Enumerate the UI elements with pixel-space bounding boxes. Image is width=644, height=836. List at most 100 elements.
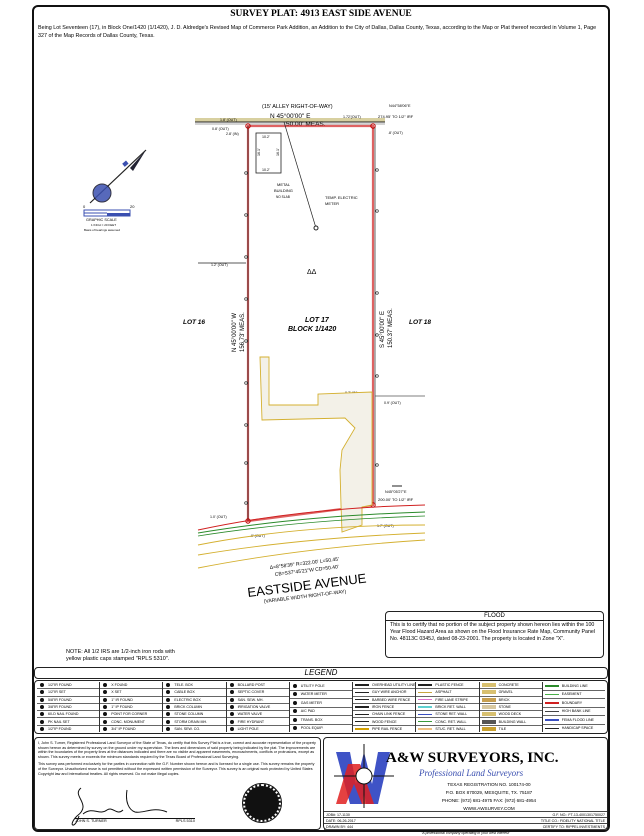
offset-label: 1.2' (OUT) [211, 263, 228, 267]
legend-symbol-icon [481, 719, 496, 724]
offset-label: 0.9' (OUT) [384, 401, 401, 405]
legend-item: GUY WIRE ANCHOR [352, 689, 416, 697]
legend-label: 1/2"IR FOUND [48, 683, 72, 688]
legend-label: IRON FENCE [371, 704, 395, 709]
legend-item: BOLLARD POST [226, 682, 289, 690]
legend-label: STUC. RET. WALL [435, 726, 466, 731]
alley-label: (15' ALLEY RIGHT-OF-WAY) [262, 104, 333, 110]
legend-label: POINT FOR CORNER [111, 712, 148, 717]
legend-item: POINT FOR CORNER [100, 711, 163, 719]
legend-item: UTILITY POLE [289, 682, 352, 691]
meter-label: TEMP. ELECTRIC [325, 195, 358, 200]
legend-item: TILE [480, 726, 542, 732]
offset-label: 1.7' (OUT) [377, 524, 394, 528]
west-bearing: N 45°00'00" W [232, 313, 238, 352]
flood-certificate: FLOOD This is to certify that no portion… [385, 611, 604, 658]
legend-item: CHAIN LINK FENCE [352, 711, 416, 719]
legend-label: BOLLARD POST [237, 683, 266, 688]
scale-title: GRAPHIC SCALE [86, 218, 117, 222]
legend-symbol-icon [229, 704, 234, 709]
legend-item: STORM DRAIN MH. [163, 718, 226, 726]
legend-item: BRICK COLUMN [163, 704, 226, 712]
tie-bottom-distance: 200.00' TO 1/2" IRF [378, 497, 414, 502]
legend-symbol-icon [418, 720, 433, 723]
legend-item: ELECTRIC BOX [163, 697, 226, 704]
alley-paving [195, 118, 385, 122]
legend-symbol-icon [292, 700, 297, 705]
legend-symbol-icon [103, 690, 108, 695]
legend-symbol-icon [40, 726, 44, 731]
legend-item: WOOD DECK [479, 711, 542, 719]
legend-symbol-icon [481, 712, 496, 717]
legend-symbol-icon [354, 713, 369, 716]
certification-box: I, John S. Turner, Registered Profession… [34, 737, 321, 830]
dimension-label: 10.2' [262, 168, 270, 172]
legend-item: 3/4" IP FOUND [100, 726, 162, 732]
firm-box: A&W SURVEYORS, INC. Professional Land Su… [323, 737, 608, 835]
block-label: BLOCK 1/1420 [288, 326, 336, 333]
legend-symbol-icon [481, 697, 496, 702]
legend-item: X SET [100, 689, 163, 697]
legend-label: ELECTRIC BOX [174, 697, 201, 702]
legend-symbol-icon [103, 712, 108, 717]
legend-item: FEMA FLOOD LINE [542, 716, 605, 725]
legend-label: BRICK RET. WALL [435, 704, 466, 709]
legend-symbol-icon [418, 691, 433, 694]
firm-tagline: Professional Land Surveyors [419, 768, 524, 778]
legend-item: SEPTIC COVER [226, 689, 289, 697]
north-arrow-icon [89, 149, 147, 204]
flood-title: FLOOD [386, 612, 603, 621]
legend-symbol-icon [103, 683, 108, 688]
legend-label: SAN. SEW. MH. [237, 697, 264, 702]
legend-item: WATER METER [289, 691, 352, 699]
lot-18-label: LOT 18 [409, 319, 431, 326]
signer-name: JOHN S. TURNER [75, 819, 107, 823]
legend-symbol-icon [229, 712, 234, 717]
dimension-label: 10.2' [262, 135, 270, 139]
offset-label: 1.0' (OUT) [210, 515, 227, 519]
delta-symbols: ΔΔ [307, 269, 317, 276]
legend-item: 1/2"IR SET [37, 689, 100, 697]
dimension-label: 16.1' [257, 148, 261, 156]
corner-iron-rod [370, 123, 376, 129]
north-bearing: N 45°00'00" E [270, 112, 311, 120]
firm-registration: TEXAS REGISTRATION NO. 100174-00 [447, 782, 531, 787]
legend-label: EASEMENT [561, 692, 582, 697]
legend-label: TRANS. BOX [300, 717, 323, 722]
legend-label: BUILDING LINE [561, 683, 588, 688]
legend-symbol-icon [166, 697, 171, 702]
legend-label: WOOD DECK [498, 712, 522, 717]
legend-label: FEMA FLOOD LINE [561, 717, 594, 722]
legend-label: BRICK [498, 697, 510, 702]
firm-address: P.O. BOX 870029, MESQUITE, TX. 75187 [445, 790, 533, 795]
legend-symbol-icon [544, 693, 559, 695]
company-logo [334, 744, 394, 808]
legend-item: CABLE BOX [163, 689, 226, 697]
legend-symbol-icon [40, 719, 44, 724]
legend-item: TRANS. BOX [289, 716, 352, 725]
meter-label: METER [325, 201, 339, 206]
firm-website[interactable]: WWW.AWSURVEY.COM [463, 806, 515, 811]
west-distance: 156.73' MEAS. [240, 312, 246, 352]
legend-symbol-icon [166, 726, 171, 731]
temp-electric-meter-icon [313, 225, 319, 231]
legend-label: CABLE BOX [174, 690, 195, 695]
legend-symbol-icon [354, 706, 369, 708]
certification-text: I, John S. Turner, Registered Profession… [38, 741, 316, 759]
corner-iron-rod [245, 123, 251, 129]
legend-symbol-icon [544, 710, 559, 712]
east-bearing: S 45°00'00" E [380, 311, 386, 348]
legend-item: BUILDING WALL [479, 718, 542, 726]
legend-label: SEPTIC COVER [237, 690, 265, 695]
building-line [197, 511, 426, 534]
legend-label: 3/8"IR FOUND [48, 704, 72, 709]
legend-item: CONC. MONUMENT [100, 718, 163, 726]
legend-label: 1/2"IR SET [48, 690, 66, 695]
lot-16-label: LOT 16 [183, 319, 205, 326]
legal-description: Being Lot Seventeen (17), in Block One/1… [38, 25, 597, 39]
